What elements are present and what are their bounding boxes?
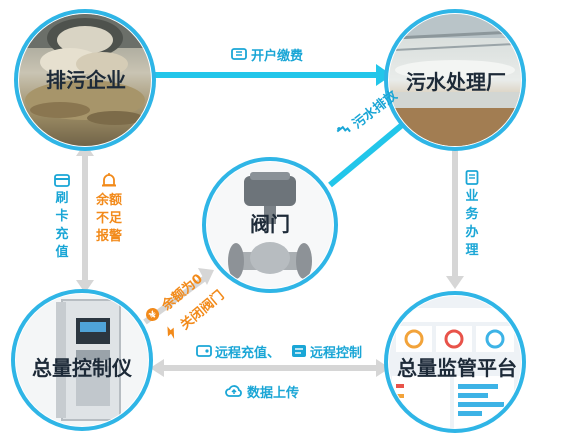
arrow-card-topup-head-down: [76, 280, 94, 293]
cloud-upload-icon: [225, 383, 243, 402]
money-bag-icon: ¥: [140, 302, 165, 328]
arrow-remote-head-left: [150, 359, 164, 377]
arrow-discharge: [328, 122, 404, 188]
lightning-icon: [161, 322, 184, 346]
node-enterprise-image: [14, 9, 156, 151]
edge-low-balance-label: 余额不足报警: [95, 193, 122, 244]
edge-close-valve-group: 关闭阀门: [160, 284, 227, 345]
card-icon: [54, 172, 70, 191]
edge-remote-control-label: 远程控制: [310, 346, 363, 361]
edge-balance-zero-group: ¥ 余额为0: [140, 268, 206, 328]
node-platform-image: [384, 291, 526, 433]
edge-data-upload-label: 数据上传: [247, 386, 300, 401]
node-valve-label: 阀门: [250, 212, 290, 236]
node-enterprise-label: 排污企业: [46, 68, 126, 92]
node-plant-label: 污水处理厂: [406, 70, 506, 94]
alarm-icon: [101, 172, 117, 191]
faucet-icon: [333, 120, 356, 144]
document-icon: [465, 170, 479, 189]
edge-discharge-group: 污水排放: [332, 84, 400, 144]
edge-open-account-label: 开户缴费: [251, 49, 304, 64]
wallet-icon: [196, 343, 212, 362]
svg-text:¥: ¥: [148, 309, 160, 321]
remote-control-icon: [291, 343, 307, 362]
edge-remote-topup-label: 远程充值、: [215, 346, 281, 361]
arrow-business-head: [446, 276, 464, 289]
node-controller-image: [11, 289, 153, 431]
arrow-open-account-head: [376, 64, 392, 86]
arrow-close-valve-head: [198, 268, 214, 285]
node-platform-label: 总量监管平台: [397, 356, 517, 380]
edge-business-label: 业务办理: [465, 189, 479, 258]
node-controller-label: 总量控制仪: [32, 356, 132, 380]
arrow-remote-head-right: [376, 359, 390, 377]
node-valve-image: [202, 157, 338, 293]
ticket-icon: [231, 46, 247, 65]
edge-card-topup-label: 刷卡充值: [55, 191, 69, 260]
